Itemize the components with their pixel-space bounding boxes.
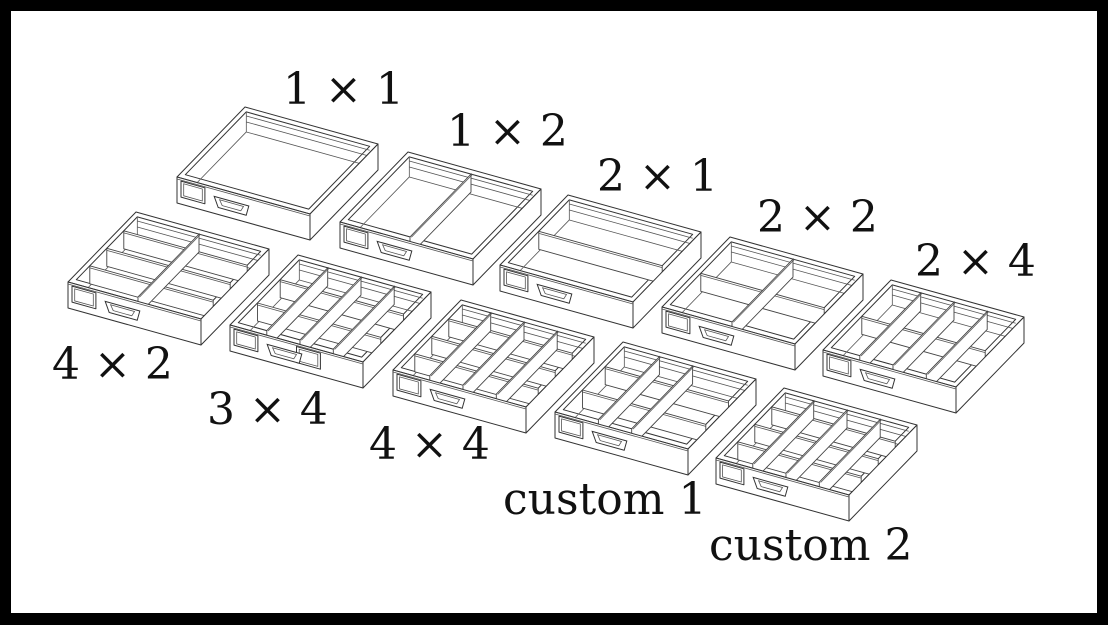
label-window — [343, 225, 369, 250]
tray-2x4 — [822, 279, 1025, 414]
tray-label-2x4: 2 × 4 — [915, 236, 1036, 287]
label-window — [233, 328, 259, 353]
tray-label-custom1: custom 1 — [503, 474, 707, 525]
tray-4x2 — [67, 211, 270, 346]
tray-side — [309, 143, 379, 241]
tray-side — [472, 188, 542, 286]
label-window — [180, 180, 206, 205]
label-window-inner — [668, 313, 688, 332]
tray-4x4 — [392, 299, 595, 434]
tray-label-1x1: 1 × 1 — [283, 64, 404, 115]
tray-side — [362, 291, 432, 389]
label-window-inner — [561, 418, 581, 437]
label-window-inner — [236, 331, 256, 350]
label-window — [396, 373, 422, 398]
tray-custom1 — [554, 341, 757, 476]
tray-side — [955, 316, 1025, 414]
tray-2x1 — [499, 194, 702, 329]
label-window-inner — [74, 288, 94, 307]
label-window — [71, 285, 97, 310]
drawer-handle-inner — [757, 480, 784, 493]
drawer-handle-inner — [381, 244, 408, 257]
figure-canvas: 1 × 1 1 × 2 2 × 1 2 × 2 2 × 4 4 × 2 3 × 4 4 × 4… — [11, 11, 1097, 613]
label-window-inner — [506, 271, 526, 290]
label-window-inner — [829, 356, 849, 375]
label-window-inner — [399, 376, 419, 395]
label-window — [719, 461, 745, 486]
tray-label-4x4: 4 × 4 — [369, 419, 490, 470]
tray-side — [200, 248, 270, 346]
drawer-handle-inner — [271, 347, 298, 360]
tray-label-custom2: custom 2 — [709, 520, 913, 571]
tray-side — [525, 336, 595, 434]
tray-label-3x4: 3 × 4 — [207, 384, 328, 435]
drawer-handle-inner — [218, 199, 245, 212]
tray-inner — [184, 111, 371, 210]
drawer-handle-inner — [541, 287, 568, 300]
tray-side — [848, 424, 918, 522]
drawer-handle-inner — [596, 434, 623, 447]
tray-label-1x2: 1 × 2 — [447, 106, 568, 157]
tray-side — [687, 378, 757, 476]
tray-label-2x1: 2 × 1 — [597, 151, 718, 202]
label-window — [665, 310, 691, 335]
tray-custom2 — [715, 387, 918, 522]
label-window-inner — [346, 228, 366, 247]
tray-illustrations — [67, 106, 1025, 522]
label-window — [503, 268, 529, 293]
drawer-handle-inner — [703, 329, 730, 342]
tray-label-4x2: 4 × 2 — [52, 339, 173, 390]
drawer-handle-inner — [864, 372, 891, 385]
label-window — [826, 353, 852, 378]
tray-1x1 — [176, 106, 379, 241]
label-window — [558, 415, 584, 440]
tray-side — [632, 231, 702, 329]
label-window-inner — [722, 464, 742, 483]
label-window-inner — [183, 183, 203, 202]
tray-1x2 — [339, 151, 542, 286]
drawer-handle-inner — [109, 304, 136, 317]
tray-3x4 — [229, 254, 432, 389]
tray-label-2x2: 2 × 2 — [757, 192, 878, 243]
tray-side — [794, 273, 864, 371]
tray-2x2 — [661, 236, 864, 371]
drawer-handle-inner — [434, 392, 461, 405]
